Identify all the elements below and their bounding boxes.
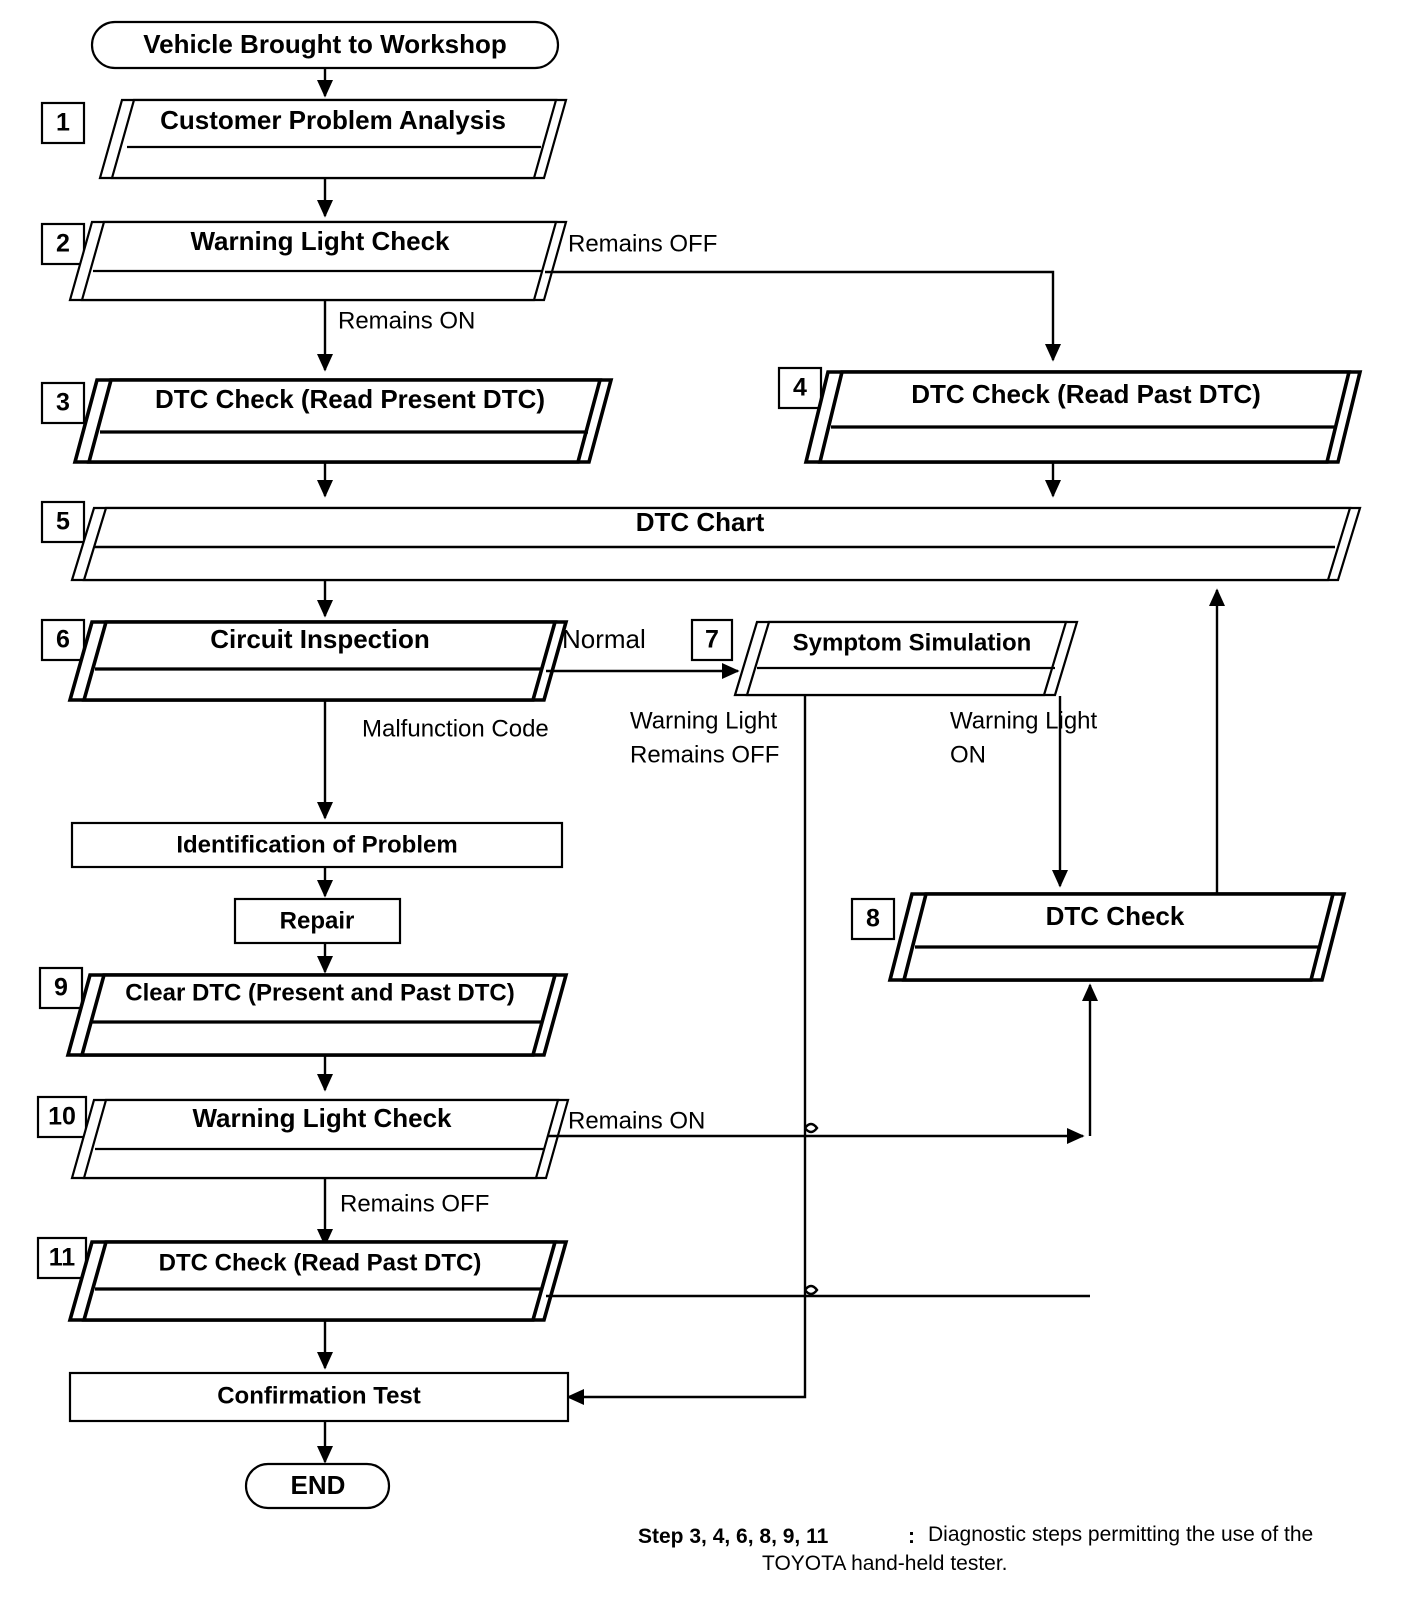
footnote-line1: Diagnostic steps permitting the use of t… (928, 1523, 1313, 1546)
node-6-step: 6 (56, 626, 70, 654)
node-8-step: 8 (866, 905, 880, 933)
edge-label-wl-off-line1: Warning Light (630, 707, 778, 734)
node-start-label: Vehicle Brought to Workshop (143, 29, 507, 59)
node-repair: Repair (233, 897, 402, 945)
node-start: Vehicle Brought to Workshop (90, 20, 560, 70)
edge-label-remains-on-10: Remains ON (568, 1107, 705, 1134)
node-3: 3 DTC Check (Read Present DTC) (40, 378, 614, 464)
footnote-steps: Step 3, 4, 6, 8, 9, 11 (638, 1525, 829, 1548)
node-identification-of-problem: Identification of Problem (70, 821, 564, 869)
footnote: Step 3, 4, 6, 8, 9, 11 : Diagnostic step… (638, 1523, 1313, 1575)
node-10-step: 10 (48, 1103, 76, 1131)
edge-label-malfunction-code: Malfunction Code (362, 715, 549, 742)
node-7: 7 Symptom Simulation (690, 618, 1079, 697)
node-end: END (244, 1462, 391, 1510)
node-11-label: DTC Check (Read Past DTC) (159, 1249, 482, 1276)
edge-7-off-to-confirmation (566, 696, 819, 1405)
edge-label-remains-off-2: Remains OFF (568, 230, 717, 257)
node-5-label: DTC Chart (636, 507, 765, 537)
node-repair-label: Repair (280, 907, 355, 934)
node-6-label: Circuit Inspection (210, 624, 430, 654)
node-11: 11 DTC Check (Read Past DTC) (36, 1236, 569, 1322)
node-3-label: DTC Check (Read Present DTC) (155, 384, 545, 414)
edge-label-remains-off-10: Remains OFF (340, 1190, 489, 1217)
footnote-colon: : (908, 1525, 915, 1548)
node-6: 6 Circuit Inspection (40, 618, 569, 702)
footnote-line2: TOYOTA hand-held tester. (762, 1552, 1008, 1575)
node-confirmation-label: Confirmation Test (217, 1382, 421, 1409)
node-5-step: 5 (56, 508, 70, 536)
node-8: 8 DTC Check (850, 892, 1347, 982)
node-1-label: Customer Problem Analysis (160, 105, 506, 135)
node-7-label: Symptom Simulation (793, 629, 1032, 656)
node-1-step: 1 (56, 109, 70, 137)
node-4: 4 DTC Check (Read Past DTC) (777, 366, 1363, 464)
node-10: 10 Warning Light Check (36, 1095, 570, 1180)
edge-2-to-4 (545, 270, 1061, 362)
edge-label-remains-on-2: Remains ON (338, 307, 475, 334)
node-4-label: DTC Check (Read Past DTC) (911, 379, 1261, 409)
node-7-step: 7 (705, 626, 719, 654)
edge-label-wl-on-line2: ON (950, 741, 986, 768)
node-9-step: 9 (54, 974, 68, 1002)
node-2-step: 2 (56, 230, 70, 258)
node-2: 2 Warning Light Check (40, 220, 568, 302)
edge-label-wl-on-line1: Warning Light (950, 707, 1098, 734)
node-11-step: 11 (49, 1244, 76, 1272)
node-9: 9 Clear DTC (Present and Past DTC) (38, 966, 569, 1057)
node-1: 1 Customer Problem Analysis (40, 98, 568, 180)
node-3-step: 3 (56, 389, 70, 417)
node-10-label: Warning Light Check (192, 1103, 452, 1133)
node-4-step: 4 (793, 374, 807, 402)
node-5: 5 DTC Chart (40, 500, 1362, 582)
edge-label-normal: Normal (562, 624, 646, 654)
node-identification-label: Identification of Problem (176, 831, 457, 858)
edge-label-wl-off-line2: Remains OFF (630, 741, 779, 768)
node-8-label: DTC Check (1046, 901, 1185, 931)
node-end-label: END (291, 1470, 346, 1500)
node-2-label: Warning Light Check (190, 226, 450, 256)
node-confirmation-test: Confirmation Test (68, 1371, 570, 1423)
node-9-label: Clear DTC (Present and Past DTC) (125, 979, 514, 1006)
